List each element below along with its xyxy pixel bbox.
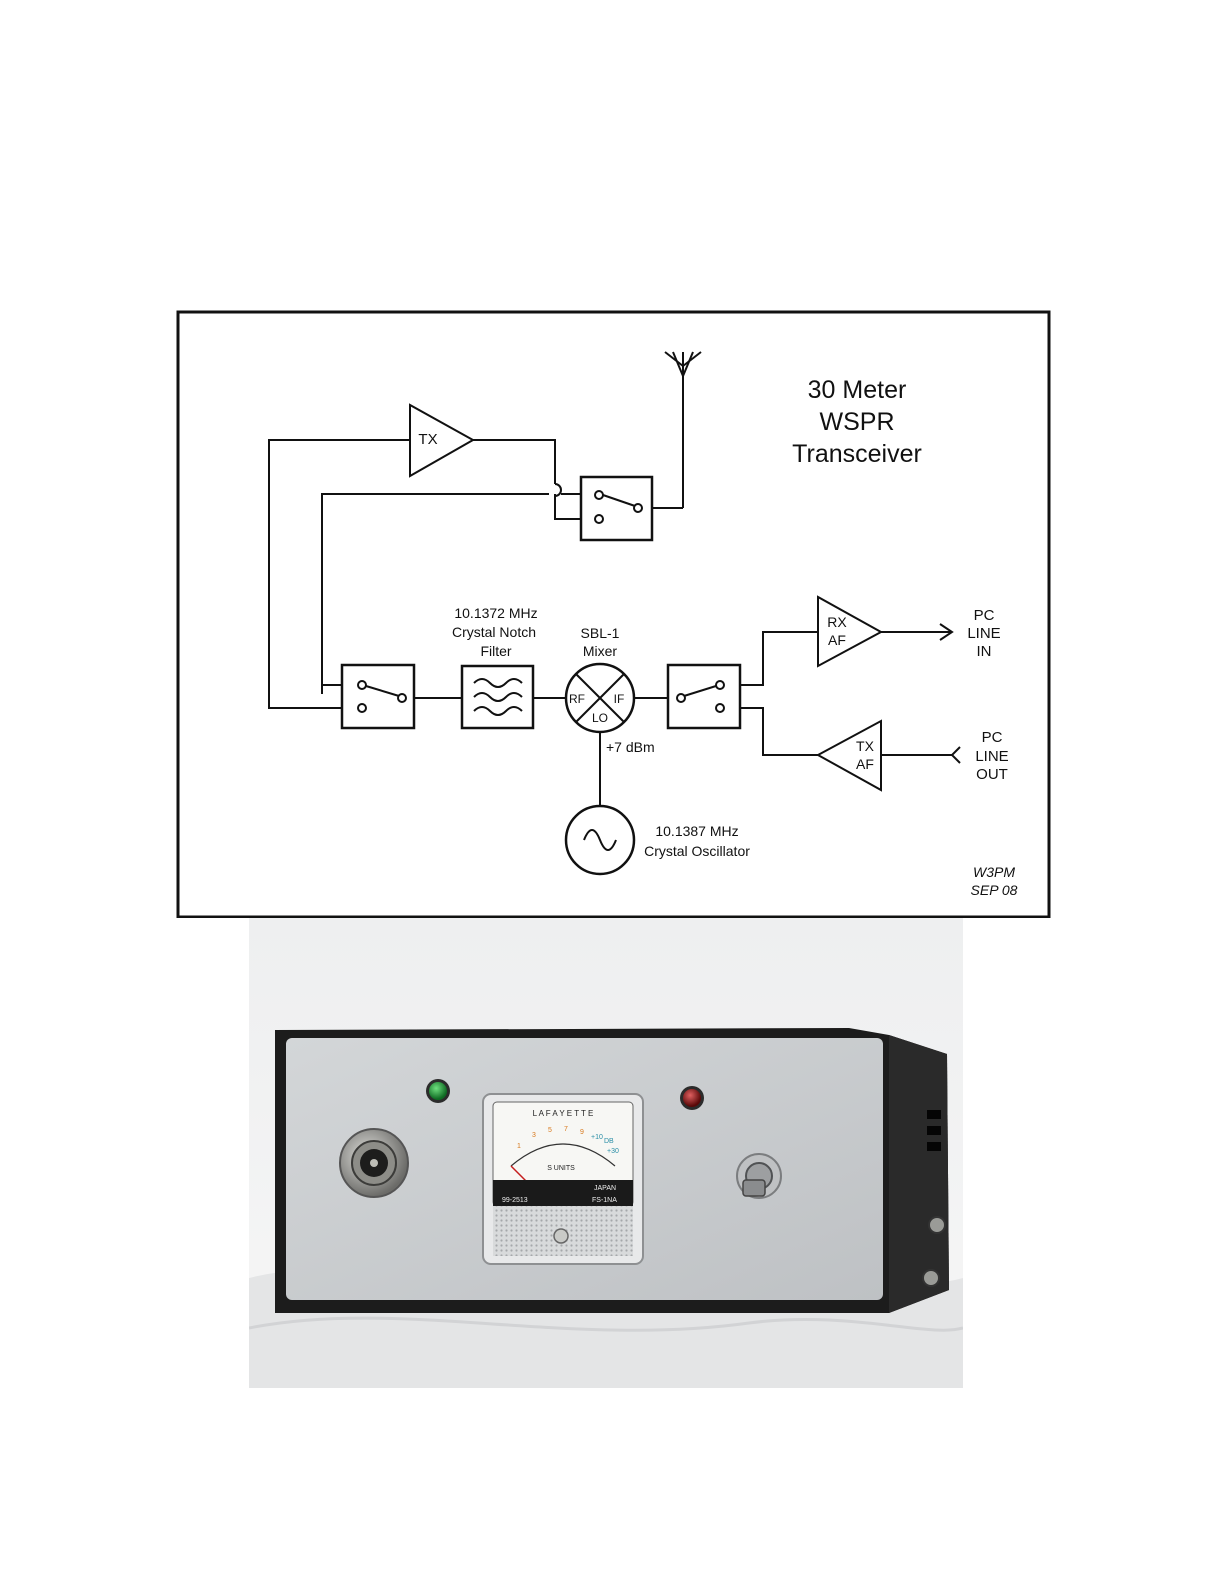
meter-model: 99-2513 <box>502 1197 528 1204</box>
transceiver-photo: L A F A Y E T T E 1 3 5 7 9 +10 DB +30 S… <box>249 918 963 1388</box>
meter-units: S UNITS <box>547 1165 575 1172</box>
mixer-label-2: Mixer <box>583 643 618 659</box>
meter-scale-db: DB <box>604 1138 614 1145</box>
green-led <box>426 1079 450 1103</box>
antenna-symbol <box>664 351 702 508</box>
bnc-antenna-connector[interactable] <box>339 1128 409 1198</box>
rx-af-label-1: RX <box>827 614 847 630</box>
credit-callsign: W3PM <box>973 864 1015 880</box>
meter-scale-7: 7 <box>564 1126 568 1133</box>
pc-line-out-1: PC <box>982 729 1003 746</box>
toggle-switch[interactable] <box>736 1153 782 1199</box>
mixer-label-1: SBL-1 <box>581 625 620 641</box>
notch-filter-label-3: Filter <box>480 643 511 659</box>
meter-brand: L A F A Y E T T E <box>533 1109 594 1118</box>
notch-filter-label-1: 10.1372 MHz <box>454 605 537 621</box>
pc-line-in-1: PC <box>974 607 995 624</box>
title-line-2: WSPR <box>820 408 895 436</box>
oscillator-label-2: Crystal Oscillator <box>644 843 750 859</box>
meter-scale-plus10: +10 <box>591 1134 603 1141</box>
tx-amplifier: TX <box>409 403 476 478</box>
oscillator-label-1: 10.1387 MHz <box>655 823 738 839</box>
vent-slots <box>927 1110 941 1151</box>
sbl1-mixer: RF IF LO <box>564 662 636 734</box>
rf-switch <box>340 663 416 730</box>
pc-line-out-3: OUT <box>976 766 1008 783</box>
meter-scale-plus30: +30 <box>607 1148 619 1155</box>
meter-scale-1: 1 <box>517 1143 521 1150</box>
meter-code: FS-1NA <box>592 1197 617 1204</box>
meter-scale-5: 5 <box>548 1127 552 1134</box>
lo-level-label: +7 dBm <box>606 739 655 755</box>
block-diagram: 30 Meter WSPR Transceiver TX <box>176 310 1051 918</box>
rx-af-label-2: AF <box>828 632 846 648</box>
notch-filter-label-2: Crystal Notch <box>452 624 536 640</box>
af-switch <box>666 663 742 730</box>
pc-line-in-3: IN <box>977 643 992 660</box>
rx-af-amplifier: RX AF <box>817 595 884 668</box>
tx-af-label-2: AF <box>856 756 874 772</box>
tx-amp-label: TX <box>418 431 437 448</box>
title-line-1: 30 Meter <box>808 376 907 404</box>
crystal-notch-filter <box>460 664 535 730</box>
tx-af-label-1: TX <box>856 738 875 754</box>
mixer-lo-port: LO <box>592 711 608 725</box>
rear-jack <box>922 1269 940 1287</box>
mixer-rf-port: RF <box>569 692 585 706</box>
mixer-if-port: IF <box>614 692 625 706</box>
pc-line-out-2: LINE <box>975 748 1008 765</box>
meter-origin: JAPAN <box>594 1185 616 1192</box>
s-meter: L A F A Y E T T E 1 3 5 7 9 +10 DB +30 S… <box>482 1093 644 1265</box>
credit-date: SEP 08 <box>971 882 1018 898</box>
crystal-oscillator <box>564 804 636 876</box>
antenna-switch <box>579 475 654 542</box>
red-led <box>680 1086 704 1110</box>
title-line-3: Transceiver <box>792 440 922 468</box>
meter-scale-3: 3 <box>532 1132 536 1139</box>
pc-line-in-2: LINE <box>967 625 1000 642</box>
rear-jack <box>928 1216 946 1234</box>
meter-scale-9: 9 <box>580 1129 584 1136</box>
zero-adjust-screw[interactable] <box>553 1228 569 1244</box>
